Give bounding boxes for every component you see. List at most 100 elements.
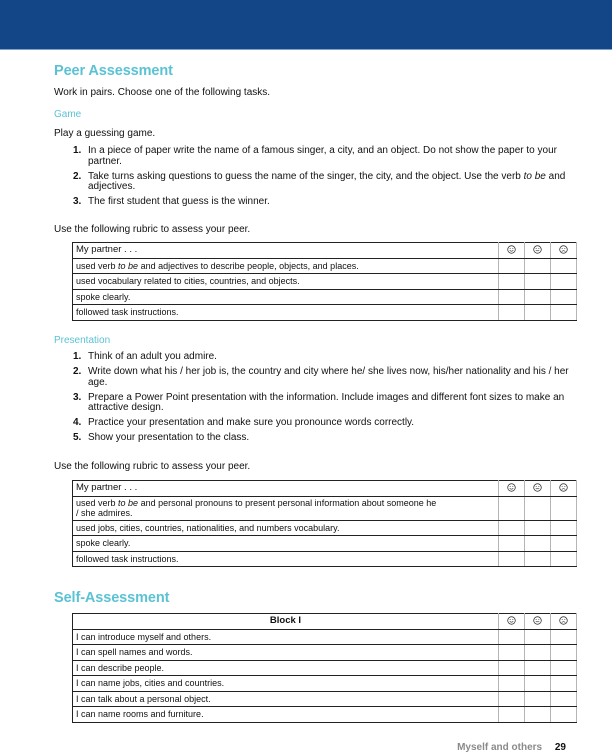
table-row: I can name jobs, cities and countries. [72, 675, 577, 692]
rating-cell-happy[interactable] [498, 550, 525, 567]
rating-cell-sad[interactable] [550, 273, 577, 290]
presentation-step: 2.Write down what his / her job is, the … [73, 366, 569, 388]
presentation-step: 3.Prepare a Power Point presentation wit… [73, 391, 565, 413]
game-rubric-table: My partner . . . used verb to be and adj… [72, 242, 577, 321]
self-criterion: I can introduce myself and others. [72, 628, 499, 645]
rubric-criterion: followed task instructions. [72, 550, 499, 567]
table-row: used vocabulary related to cities, count… [72, 273, 577, 290]
rubric-criterion: followed task instructions. [72, 304, 499, 321]
sad-face-icon [550, 480, 577, 497]
table-header-row: Block I [72, 613, 577, 630]
rating-cell-neutral[interactable] [524, 288, 551, 305]
presentation-rubric-table: My partner . . . used verb to be and per… [72, 480, 577, 567]
rating-cell-sad[interactable] [550, 690, 577, 707]
rubric-criterion: used verb to be and personal pronouns to… [72, 495, 499, 521]
page-footer: Myself and others 29 [457, 742, 566, 753]
table-row: I can spell names and words. [72, 644, 577, 661]
table-row: I can name rooms and furniture. [72, 706, 577, 723]
neutral-face-icon [524, 613, 551, 630]
rating-cell-sad[interactable] [550, 288, 577, 305]
rating-cell-sad[interactable] [550, 675, 577, 692]
game-step: 3.The first student that guess is the wi… [73, 196, 270, 207]
rating-cell-sad[interactable] [550, 304, 577, 321]
rating-cell-happy[interactable] [498, 706, 525, 723]
self-assessment-title: Self-Assessment [54, 590, 170, 606]
rating-cell-neutral[interactable] [524, 690, 551, 707]
page-number: 29 [554, 742, 566, 753]
game-steps: 1.In a piece of paper write the name of … [73, 145, 573, 212]
game-step: 2.Take turns asking questions to guess t… [73, 170, 566, 192]
table-row: followed task instructions. [72, 304, 577, 321]
rating-cell-neutral[interactable] [524, 550, 551, 567]
rating-cell-sad[interactable] [550, 535, 577, 552]
rating-cell-neutral[interactable] [524, 644, 551, 661]
presentation-step: 5.Show your presentation to the class. [73, 432, 250, 443]
table-row: used verb to be and personal pronouns to… [72, 495, 577, 521]
rating-cell-happy[interactable] [498, 288, 525, 305]
rating-cell-happy[interactable] [498, 659, 525, 676]
rubric-criterion: spoke clearly. [72, 535, 499, 552]
presentation-step: 4.Practice your presentation and make su… [73, 417, 415, 428]
self-criterion: I can talk about a personal object. [72, 690, 499, 707]
presentation-label: Presentation [54, 335, 111, 346]
rating-cell-neutral[interactable] [524, 495, 551, 521]
rubric-criterion: used jobs, cities, countries, nationalit… [72, 519, 499, 536]
header-bar [0, 0, 612, 50]
presentation-steps: 1.Think of an adult you admire. 2.Write … [73, 351, 573, 448]
rating-cell-happy[interactable] [498, 257, 525, 274]
rating-cell-happy[interactable] [498, 675, 525, 692]
rating-cell-sad[interactable] [550, 257, 577, 274]
table-header-row: My partner . . . [72, 242, 577, 259]
game-step: 1.In a piece of paper write the name of … [73, 145, 557, 167]
rating-cell-neutral[interactable] [524, 257, 551, 274]
self-criterion: I can name jobs, cities and countries. [72, 675, 499, 692]
rubric-header: My partner . . . [72, 480, 499, 497]
rating-cell-neutral[interactable] [524, 535, 551, 552]
rating-cell-sad[interactable] [550, 519, 577, 536]
rating-cell-happy[interactable] [498, 628, 525, 645]
rating-cell-sad[interactable] [550, 495, 577, 521]
rating-cell-happy[interactable] [498, 535, 525, 552]
rating-cell-happy[interactable] [498, 519, 525, 536]
rating-cell-neutral[interactable] [524, 659, 551, 676]
self-criterion: I can describe people. [72, 659, 499, 676]
table-row: used verb to be and adjectives to descri… [72, 257, 577, 274]
rating-cell-happy[interactable] [498, 690, 525, 707]
footer-section-title: Myself and others [457, 742, 543, 753]
rubric-criterion: used vocabulary related to cities, count… [72, 273, 499, 290]
table-row: used jobs, cities, countries, nationalit… [72, 519, 577, 536]
rating-cell-happy[interactable] [498, 495, 525, 521]
table-row: spoke clearly. [72, 535, 577, 552]
game-label: Game [54, 109, 82, 120]
rating-cell-sad[interactable] [550, 706, 577, 723]
rating-cell-neutral[interactable] [524, 519, 551, 536]
peer-assessment-title: Peer Assessment [54, 63, 173, 79]
rating-cell-sad[interactable] [550, 659, 577, 676]
neutral-face-icon [524, 480, 551, 497]
rating-cell-neutral[interactable] [524, 304, 551, 321]
sad-face-icon [550, 242, 577, 259]
happy-face-icon [498, 242, 525, 259]
table-row: I can describe people. [72, 659, 577, 676]
rating-cell-neutral[interactable] [524, 675, 551, 692]
sad-face-icon [550, 613, 577, 630]
rating-cell-sad[interactable] [550, 628, 577, 645]
game-rubric-intro: Use the following rubric to assess your … [54, 224, 251, 235]
rating-cell-sad[interactable] [550, 550, 577, 567]
rating-cell-neutral[interactable] [524, 273, 551, 290]
game-intro: Play a guessing game. [54, 128, 156, 139]
table-row: I can talk about a personal object. [72, 690, 577, 707]
rating-cell-neutral[interactable] [524, 628, 551, 645]
rating-cell-happy[interactable] [498, 304, 525, 321]
table-row: followed task instructions. [72, 550, 577, 567]
rating-cell-happy[interactable] [498, 644, 525, 661]
happy-face-icon [498, 613, 525, 630]
presentation-step: 1.Think of an adult you admire. [73, 351, 217, 362]
happy-face-icon [498, 480, 525, 497]
rating-cell-sad[interactable] [550, 644, 577, 661]
rating-cell-happy[interactable] [498, 273, 525, 290]
rating-cell-neutral[interactable] [524, 706, 551, 723]
rubric-header: My partner . . . [72, 242, 499, 259]
presentation-rubric-intro: Use the following rubric to assess your … [54, 461, 251, 472]
table-row: spoke clearly. [72, 288, 577, 305]
